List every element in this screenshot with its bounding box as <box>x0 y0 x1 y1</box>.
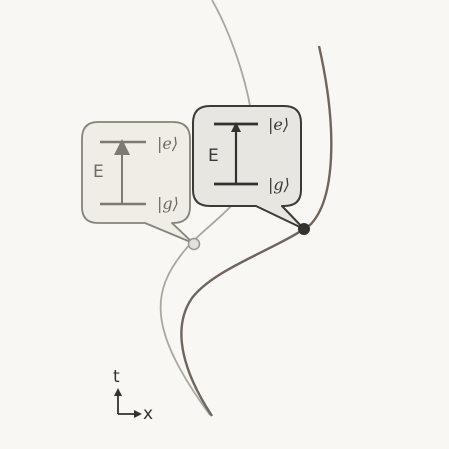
energy-bubble-left: E |e⟩ |g⟩ <box>81 121 194 244</box>
bubble-left-outline <box>81 121 194 244</box>
time-axis-label: t <box>113 367 120 387</box>
excited-state-label-right: |e⟩ <box>268 115 289 134</box>
worldline-dark <box>180 45 333 417</box>
bubble-right-outline <box>192 105 305 230</box>
energy-label-left: E <box>93 162 104 182</box>
ground-state-label-right: |g⟩ <box>268 175 290 194</box>
energy-label-right: E <box>208 146 219 166</box>
event-point-dark <box>298 223 310 235</box>
space-axis-label: x <box>143 404 153 424</box>
worldline-light <box>159 0 256 416</box>
event-point-light <box>187 237 201 251</box>
energy-bubble-right: E |e⟩ |g⟩ <box>192 105 305 230</box>
excited-state-label-left: |e⟩ <box>157 134 178 153</box>
axes-indicator: t x <box>113 367 153 424</box>
ground-state-label-left: |g⟩ <box>157 194 179 213</box>
space-axis-arrowhead <box>134 410 142 418</box>
time-axis-arrowhead <box>114 388 122 396</box>
energy-arrowhead-right <box>231 122 241 132</box>
